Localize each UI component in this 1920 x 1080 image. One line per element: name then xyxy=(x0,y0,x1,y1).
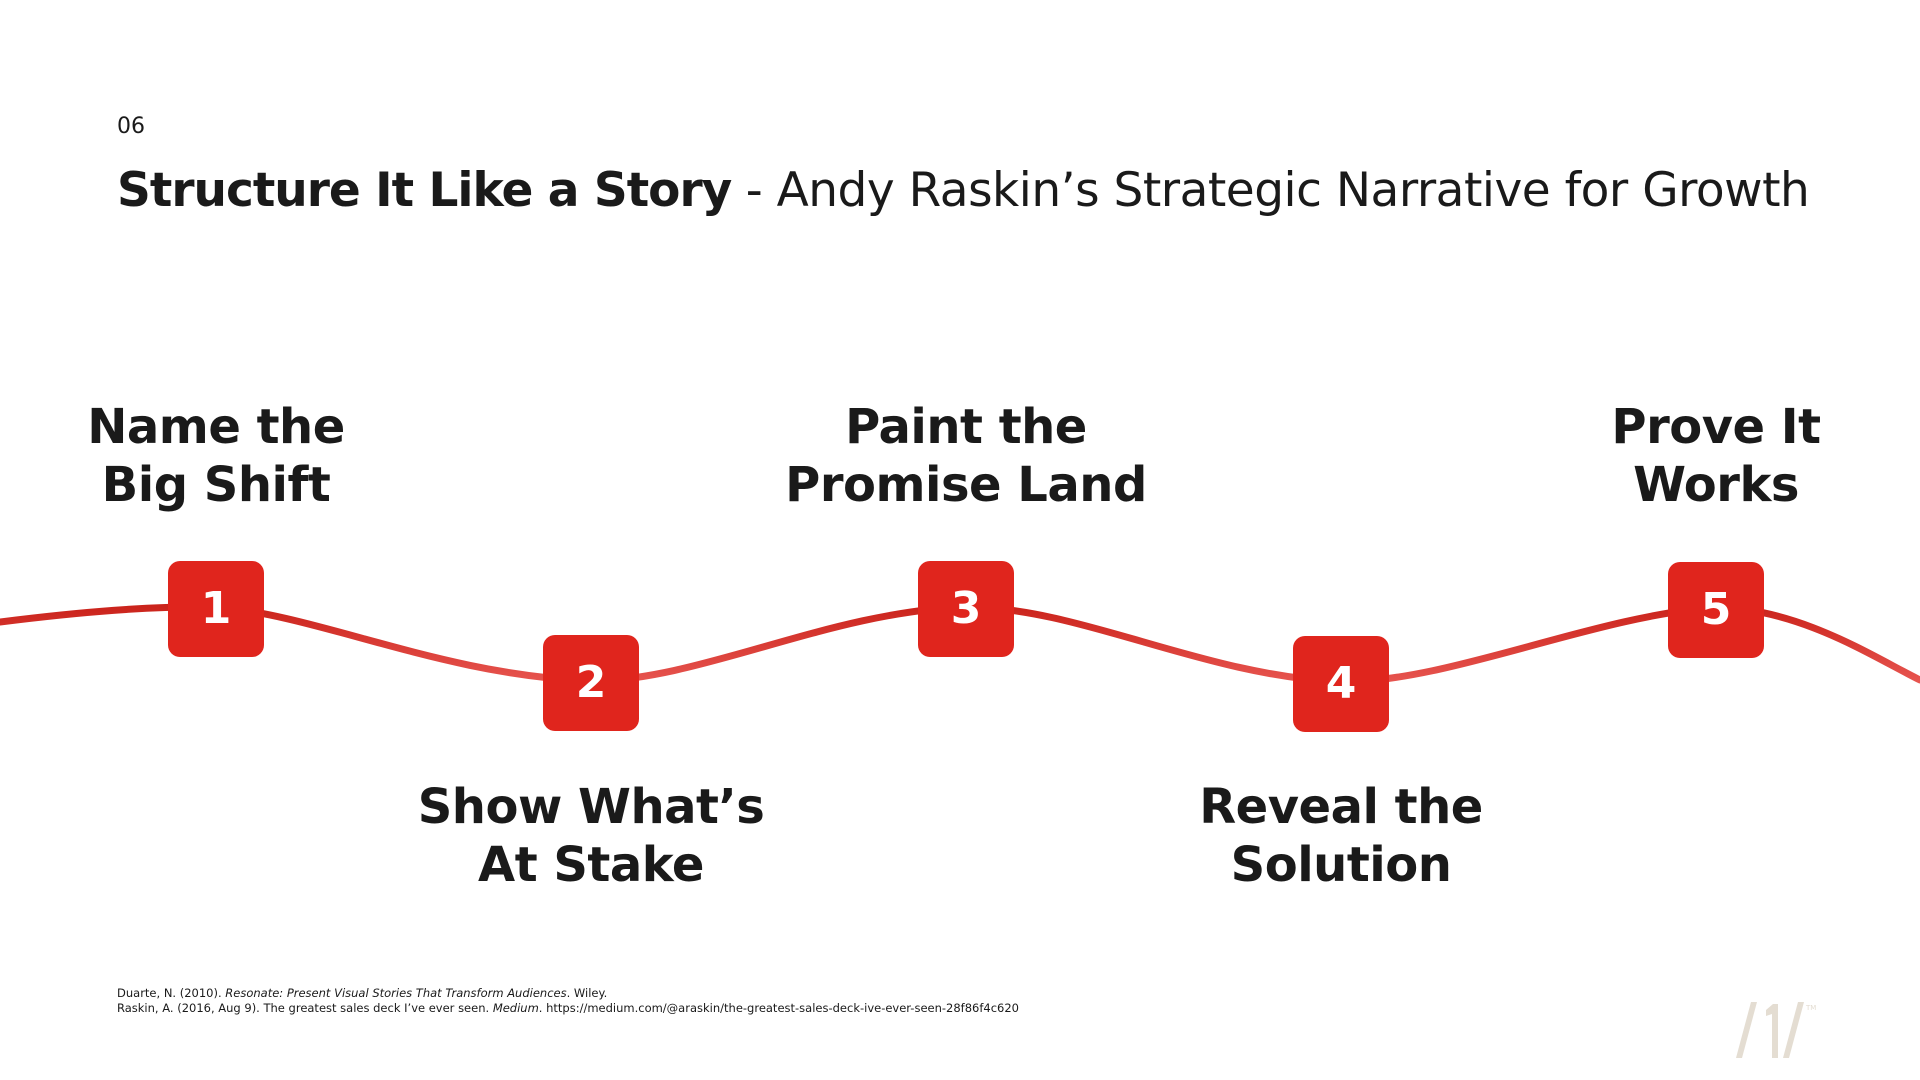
slide-number: 06 xyxy=(117,114,145,139)
slide-title-strong: Structure It Like a Story xyxy=(117,163,732,218)
slide-title-rest: - Andy Raskin’s Strategic Narrative for … xyxy=(731,163,1810,218)
reference-1-title: Resonate: Present Visual Stories That Tr… xyxy=(225,986,567,1000)
reference-2-after: . https://medium.com/@araskin/the-greate… xyxy=(538,1001,1019,1015)
step-3-label-line-2: Promise Land xyxy=(785,457,1147,513)
step-3-marker: 3 xyxy=(918,561,1014,657)
step-4-marker: 4 xyxy=(1293,636,1389,732)
logo-middle-bar xyxy=(1766,1004,1778,1058)
step-5-label-line-1: Prove It xyxy=(1611,399,1821,455)
reference-1-after: . Wiley. xyxy=(566,986,608,1000)
step-1-marker: 1 xyxy=(168,561,264,657)
step-4-label-line-1: Reveal the xyxy=(1199,779,1483,835)
step-2-marker: 2 xyxy=(543,635,639,731)
step-1-label-line-2: Big Shift xyxy=(101,457,331,513)
slash-one-slash-logo-icon: TM xyxy=(1736,1002,1816,1058)
step-5-label-line-2: Works xyxy=(1633,457,1799,513)
references: Duarte, N. (2010). Resonate: Present Vis… xyxy=(117,986,1019,1016)
reference-2-before: Raskin, A. (2016, Aug 9). The greatest s… xyxy=(117,1001,493,1015)
step-5-marker: 5 xyxy=(1668,562,1764,658)
slide-title: Structure It Like a Story - Andy Raskin’… xyxy=(117,160,1810,222)
reference-1: Duarte, N. (2010). Resonate: Present Vis… xyxy=(117,986,1019,1001)
step-2-label-line-1: Show What’s xyxy=(417,779,765,835)
logo-left-slash xyxy=(1736,1002,1757,1058)
step-1-label-line-1: Name the xyxy=(87,399,345,455)
step-4-label-line-2: Solution xyxy=(1230,837,1452,893)
step-3-label-line-1: Paint the xyxy=(845,399,1087,455)
reference-1-before: Duarte, N. (2010). xyxy=(117,986,226,1000)
step-2-label-line-2: At Stake xyxy=(478,837,704,893)
logo-right-slash xyxy=(1783,1002,1804,1058)
reference-2: Raskin, A. (2016, Aug 9). The greatest s… xyxy=(117,1001,1019,1016)
logo-trademark: TM xyxy=(1805,1004,1816,1012)
reference-2-title: Medium xyxy=(492,1001,539,1015)
